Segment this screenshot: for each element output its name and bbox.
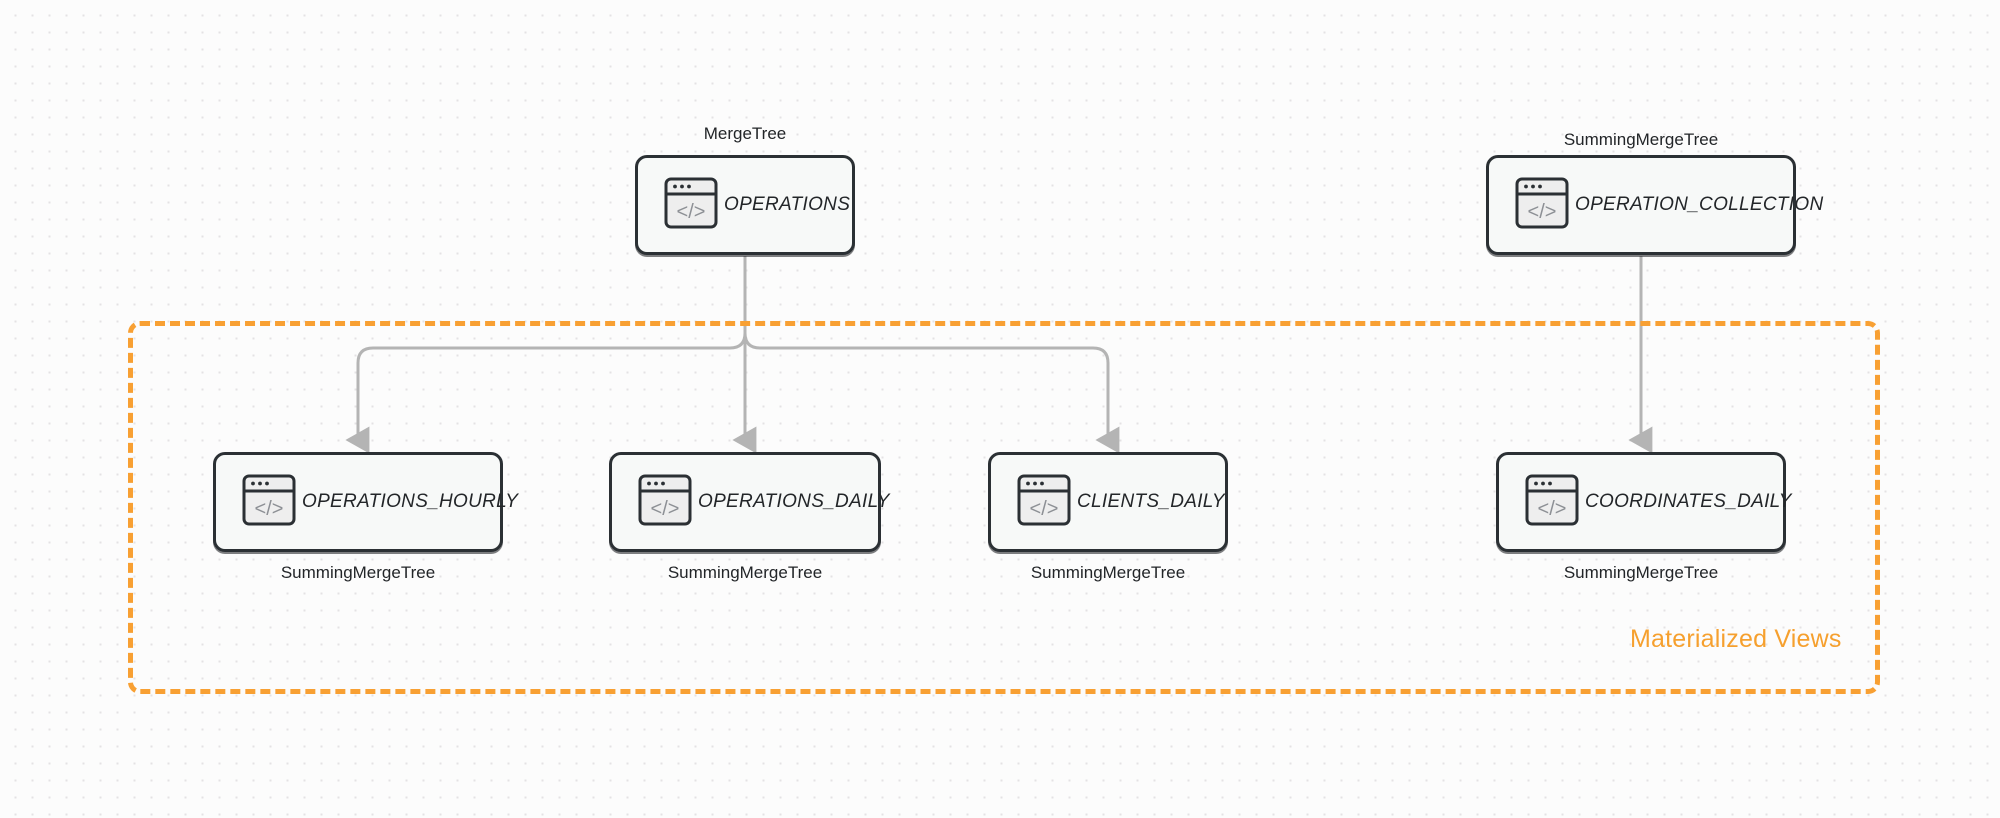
svg-text:</>: </> <box>1030 498 1059 520</box>
svg-text:</>: </> <box>255 498 284 520</box>
caption-operations-daily: SummingMergeTree <box>667 563 823 582</box>
code-window-icon: </> <box>1017 474 1071 531</box>
node-operations[interactable]: </> OPERATIONS <box>635 155 855 255</box>
materialized-views-group <box>128 321 1880 694</box>
node-coordinates-daily-label: COORDINATES_DAILY <box>1585 491 1792 512</box>
code-window-icon: </> <box>1515 177 1569 234</box>
node-operations-hourly-label: OPERATIONS_HOURLY <box>302 491 519 512</box>
svg-text:</>: </> <box>677 201 706 223</box>
code-window-icon: </> <box>638 474 692 531</box>
node-operations-daily[interactable]: </> OPERATIONS_DAILY <box>609 452 889 552</box>
node-clients-daily-label: CLIENTS_DAILY <box>1077 491 1225 512</box>
caption-operations: MergeTree <box>703 124 787 143</box>
node-operations-label: OPERATIONS <box>724 194 851 215</box>
svg-text:</>: </> <box>651 498 680 520</box>
node-operation-collection-label: OPERATION_COLLECTION <box>1575 194 1824 215</box>
node-coordinates-daily[interactable]: </> COORDINATES_DAILY <box>1496 452 1791 552</box>
svg-text:</>: </> <box>1538 498 1567 520</box>
caption-operation-collection: SummingMergeTree <box>1563 130 1719 149</box>
node-operation-collection[interactable]: </> OPERATION_COLLECTION <box>1486 155 1823 255</box>
svg-text:</>: </> <box>1528 201 1557 223</box>
code-window-icon: </> <box>242 474 296 531</box>
caption-coordinates-daily: SummingMergeTree <box>1563 563 1719 582</box>
node-clients-daily[interactable]: </> CLIENTS_DAILY <box>988 452 1228 552</box>
materialized-views-group-label: Materialized Views <box>1630 625 1842 653</box>
code-window-icon: </> <box>1525 474 1579 531</box>
caption-clients-daily: SummingMergeTree <box>1030 563 1186 582</box>
caption-operations-hourly: SummingMergeTree <box>280 563 436 582</box>
node-operations-daily-label: OPERATIONS_DAILY <box>698 491 890 512</box>
node-operations-hourly[interactable]: </> OPERATIONS_HOURLY <box>213 452 518 552</box>
code-window-icon: </> <box>664 177 718 234</box>
